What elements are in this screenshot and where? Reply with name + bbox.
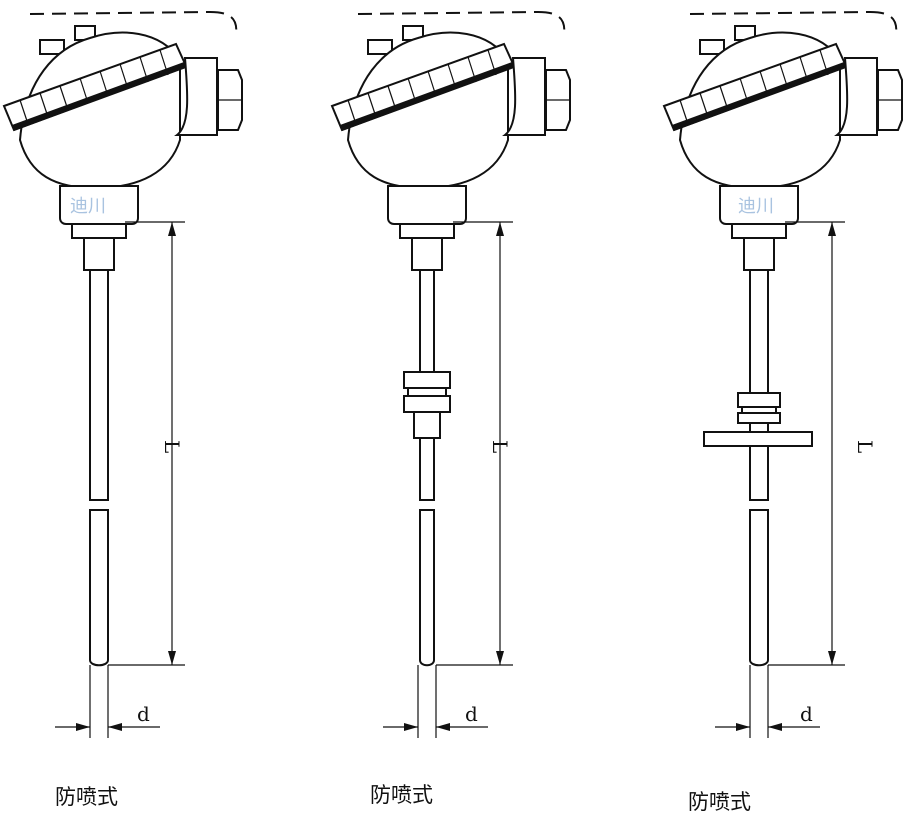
instrument-threaded-union: L d (331, 11, 571, 739)
watermark: 迪川 (70, 196, 106, 217)
watermark: 迪川 (738, 196, 774, 217)
length-label: L (853, 440, 877, 453)
diameter-label: d (800, 702, 813, 726)
instrument-plain: 迪川 L d (3, 11, 243, 739)
caption-1: 防喷式 (55, 785, 118, 809)
instrument-flange: 迪川 L d (663, 11, 903, 739)
caption-3: 防喷式 (688, 790, 751, 814)
diameter-label: d (465, 702, 478, 726)
diameter-label: d (137, 702, 150, 726)
caption-2: 防喷式 (370, 783, 433, 807)
length-label: L (488, 440, 512, 453)
length-label: L (160, 440, 184, 453)
